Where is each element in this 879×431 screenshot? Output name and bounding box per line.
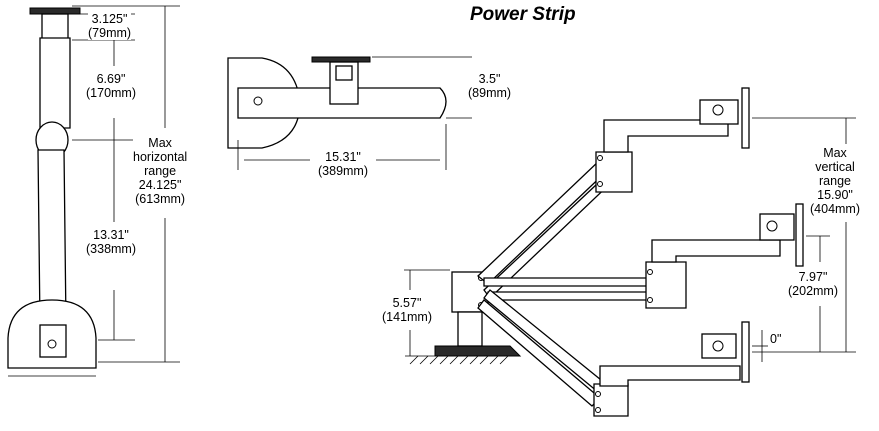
side-base-neck — [39, 324, 67, 358]
pivot-dot — [647, 297, 653, 303]
dim-label-mid-height: 7.97" (202mm) — [788, 270, 839, 298]
dim-label-top-plate: 3.125" (79mm) — [88, 12, 132, 40]
diagram-title: Power Strip — [470, 4, 576, 25]
dim-caption: range — [144, 164, 177, 178]
dim-caption: horizontal — [133, 150, 188, 164]
dim-label-horizontal-range: Max horizontal range 24.125" (613mm) — [133, 136, 188, 206]
dim-value: 7.97" — [798, 270, 828, 284]
dim-label-vertical-range: Max vertical range 15.90" (404mm) — [810, 146, 861, 216]
pivot-dot — [712, 104, 724, 116]
desk-hatch — [409, 355, 509, 365]
dim-value-metric: (89mm) — [468, 86, 512, 100]
dim-value-metric: (141mm) — [382, 310, 433, 324]
dim-value-metric: (613mm) — [135, 192, 186, 206]
elev-mid-lower-arm-2 — [487, 291, 649, 301]
elevation-view-arm — [404, 87, 856, 417]
dim-label-top-length: 15.31" (389mm) — [318, 150, 369, 178]
dim-value-metric: (338mm) — [86, 242, 137, 256]
top-view-arm — [227, 56, 472, 170]
elev-mid-lower-arm — [483, 277, 649, 287]
top-monitor-plate — [311, 56, 371, 63]
elev-top-lower-arm — [477, 159, 611, 285]
side-view-arm — [7, 5, 180, 377]
elev-clamp — [434, 345, 522, 357]
dim-value: 5.57" — [392, 296, 422, 310]
pivot-dot — [712, 340, 724, 352]
elev-mid-upper-arm — [651, 239, 781, 263]
dim-label-upper-arm: 6.69" (170mm) — [86, 72, 137, 100]
dim-value: 6.69" — [96, 72, 126, 86]
dim-value-metric: (79mm) — [88, 26, 132, 40]
pivot-dot — [595, 391, 601, 397]
dim-value: 3.5" — [478, 72, 501, 86]
dim-caption: Max — [823, 146, 847, 160]
dim-value: 3.125" — [91, 12, 128, 26]
dim-caption: range — [819, 174, 851, 188]
elev-pole — [457, 311, 483, 347]
dim-value-metric: (389mm) — [318, 164, 369, 178]
dim-value-metric: (170mm) — [86, 86, 137, 100]
elev-top-upper-arm — [603, 119, 729, 153]
top-pivot — [253, 96, 263, 106]
dim-value: 13.31" — [93, 228, 129, 242]
elev-mid-monitor — [795, 203, 804, 267]
pivot-dot — [647, 269, 653, 275]
dim-label-lower-arm: 13.31" (338mm) — [86, 228, 137, 256]
dim-label-base-height: 5.57" (141mm) — [382, 296, 433, 324]
side-top-plate — [29, 7, 81, 15]
top-monitor-knob — [335, 65, 353, 81]
side-lower-arm — [37, 149, 67, 326]
dim-value: 0" — [770, 332, 782, 346]
dim-caption: vertical — [815, 160, 855, 174]
dim-value: 15.31" — [325, 150, 361, 164]
elev-top-monitor — [741, 87, 750, 149]
dim-value: 15.90" — [817, 188, 853, 202]
elev-bot-upper-arm — [599, 365, 741, 387]
dim-value-metric: (202mm) — [788, 284, 839, 298]
dim-value-metric: (404mm) — [810, 202, 861, 216]
pivot-dot — [597, 155, 603, 161]
dim-label-top-height: 3.5" (89mm) — [468, 72, 512, 100]
pivot-dot — [595, 407, 601, 413]
dim-label-zero: 0" — [770, 332, 782, 346]
elev-bot-monitor — [741, 321, 750, 383]
side-base-pivot — [47, 339, 57, 349]
pivot-dot — [766, 220, 778, 232]
pivot-dot — [597, 181, 603, 187]
side-top-clamp — [41, 13, 69, 41]
elev-bot-lower-arm — [483, 289, 607, 393]
dim-value: 24.125" — [138, 178, 182, 192]
dim-caption: Max — [148, 136, 172, 150]
side-upper-arm — [39, 37, 71, 129]
